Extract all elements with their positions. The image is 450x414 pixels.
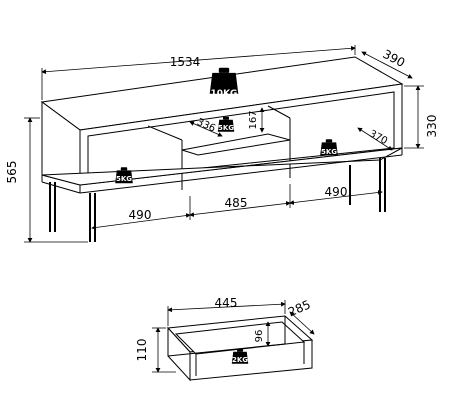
cabinet-dimension-lines — [24, 45, 424, 243]
dim-height-body: 330 — [425, 115, 439, 138]
dim-section-right: 490 — [325, 185, 348, 199]
middle-shelf — [181, 133, 291, 156]
dim-section-mid: 485 — [225, 196, 248, 210]
dim-depth: 390 — [380, 47, 407, 70]
weight-label-drawer: 2KG — [232, 356, 248, 364]
dim-section-left: 490 — [129, 208, 152, 222]
divider-left — [147, 125, 183, 141]
drawer-dimension-lines — [152, 300, 315, 373]
weight-label-right: 5KG — [321, 148, 337, 156]
dim-drawer-height: 110 — [135, 339, 149, 362]
dim-mid-gap: 167 — [248, 110, 259, 129]
weight-label-top: 10KG — [211, 89, 238, 99]
drawer — [166, 315, 314, 382]
weight-label-left: 5KG — [116, 175, 132, 183]
divider-right — [267, 105, 291, 119]
dim-drawer-depth: 285 — [286, 297, 313, 319]
dim-drawer-inner: 96 — [254, 330, 265, 343]
dim-height-total: 565 — [5, 161, 19, 184]
dim-drawer-width: 445 — [215, 296, 238, 310]
dim-width: 1534 — [170, 55, 201, 69]
weight-label-mid: 5KG — [218, 124, 234, 132]
